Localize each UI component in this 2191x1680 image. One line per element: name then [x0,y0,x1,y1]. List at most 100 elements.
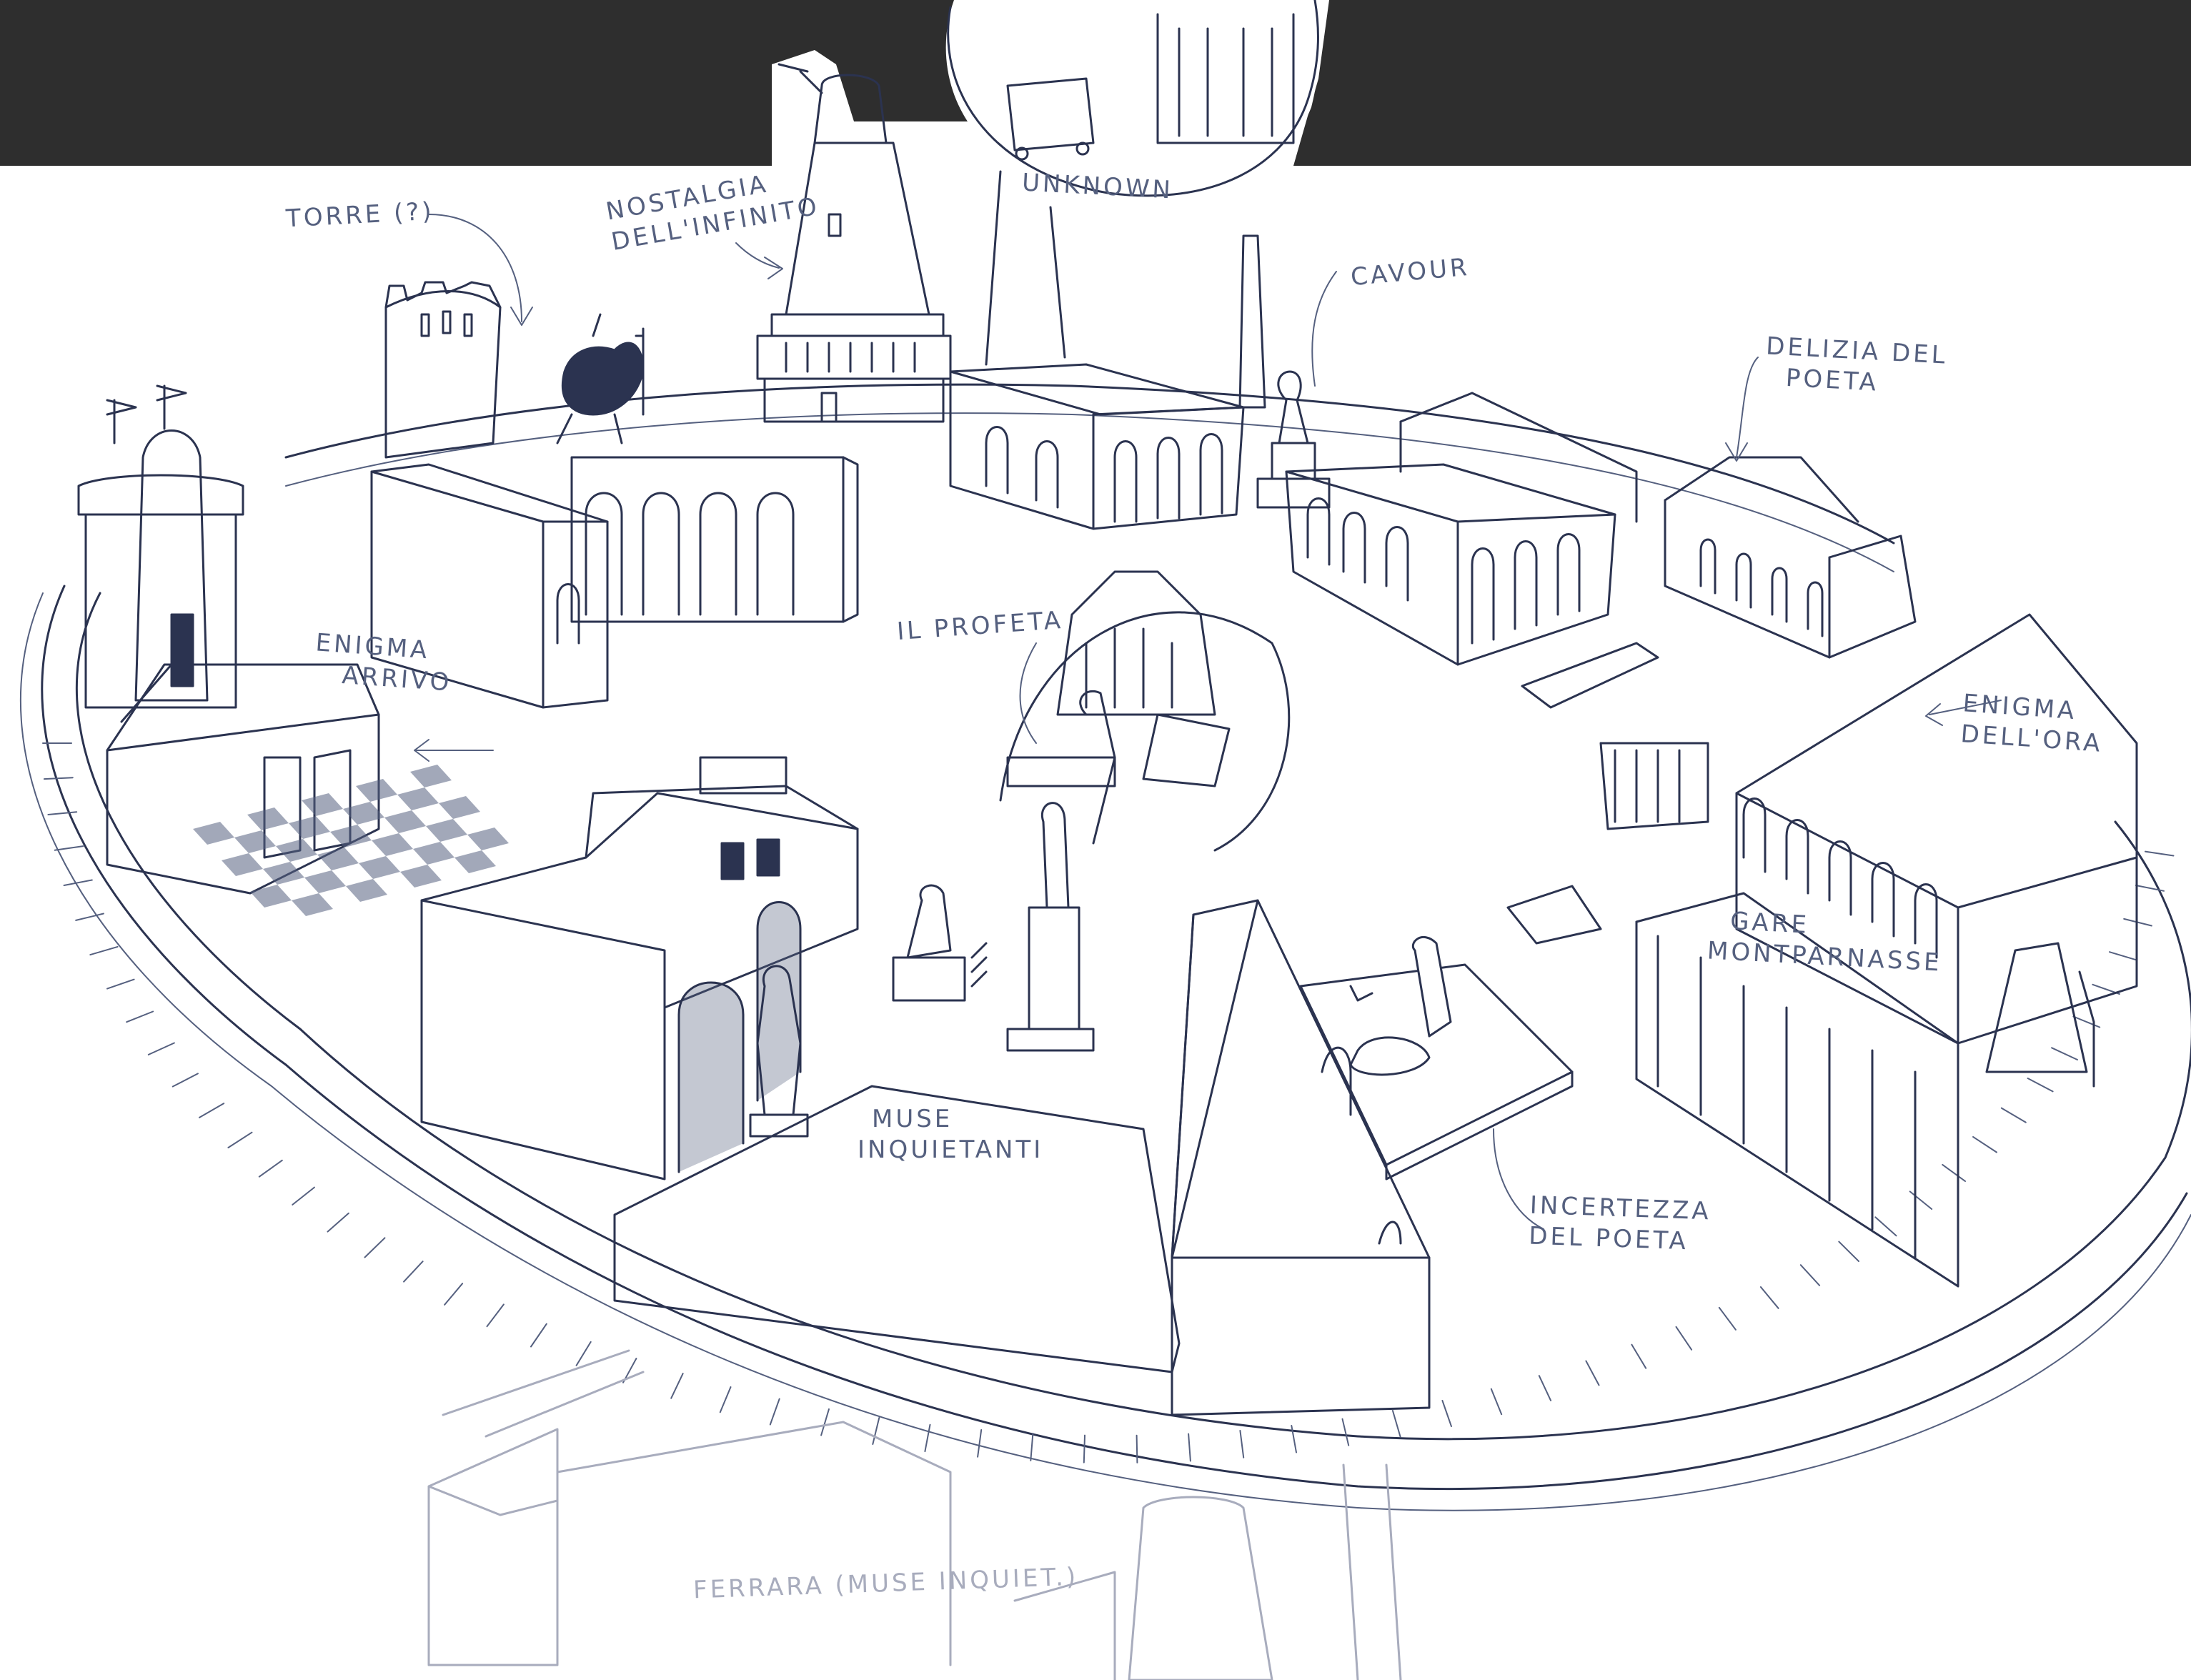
rail-tie [44,777,73,779]
rail-tie [404,1261,423,1281]
delizia-building [1665,457,1915,657]
rail-tie [1291,1426,1296,1453]
rail-tie [2052,1048,2077,1060]
rail-tie [292,1188,314,1205]
rail-tie [149,1043,174,1055]
enigma-ora-label: ENIGMA DELL'ORA [1959,688,2106,759]
rail-tie [1539,1376,1551,1401]
obelisk-prism [1172,900,1429,1415]
checker-tile [439,796,480,819]
horse-statue [557,314,643,443]
checker-tile [292,893,333,916]
incertezza-label: INCERTEZZA DEL POETA [1529,1191,1712,1258]
rail-tie [55,846,84,850]
checker-tile [193,822,234,845]
checker-tile [467,827,509,850]
checker-tile [302,793,343,816]
rail-tie [1973,1137,1997,1153]
rail-tie [821,1409,829,1436]
gare-label: GARE MONTPARNASSE [1706,905,1944,978]
checker-tile [317,848,359,870]
rail-tie [90,947,117,955]
rail-tie [1240,1431,1243,1458]
checker-tile [426,819,467,842]
rail-tie [873,1418,879,1444]
enigma-arrivo-label: ENIGMA ARRIVO [312,627,454,697]
rail-tie [2124,919,2152,926]
rail-tie [2028,1078,2053,1091]
rail-tie [1801,1265,1819,1286]
crate-box [1601,743,1708,829]
rail-tie [1188,1434,1191,1461]
rail-tie [228,1133,252,1148]
rail-tie [1491,1389,1501,1415]
checker-tile [234,830,276,853]
rail-tie [978,1430,981,1457]
checker-tile [263,862,304,885]
rail-tie [1910,1191,1932,1209]
checker-tile [397,787,439,810]
checker-tile [454,850,496,873]
checker-tile [276,839,317,862]
cavour-arcade-building [950,236,1265,529]
rail-tie [2110,952,2137,960]
incertezza-label-line-2: DEL POETA [1529,1221,1711,1257]
checker-tile [372,833,413,856]
checker-tile [359,856,400,879]
checker-tile [222,853,263,876]
rail-tie [770,1399,780,1425]
rail-tie [199,1103,224,1118]
seated-muse [893,885,986,1000]
rail-tie [671,1373,683,1398]
rail-tie [1719,1308,1736,1330]
incertezza-platform [1301,937,1572,1179]
rail-tie [1875,1217,1896,1236]
rail-tie [1586,1361,1599,1386]
label-arrows [414,214,2001,1229]
rail-tie [720,1387,731,1412]
rail-tie [2136,885,2164,891]
checker-tile [304,870,346,893]
rail-tie [64,880,92,886]
low-slab [1522,643,1658,707]
rail-tie [444,1283,462,1305]
arcade-wall [572,457,858,622]
rail-ties [43,743,2174,1463]
rail-tie [1393,1411,1401,1437]
rail-tie [365,1238,385,1257]
rail-tie [577,1342,591,1366]
muse-mannequin [1008,803,1093,1050]
rail-tie [173,1073,198,1086]
checker-tile [247,807,289,830]
delizia-label: DELIZIA DEL POETA [1764,331,1949,401]
rail-tie [925,1425,930,1451]
rail-tie [1137,1436,1138,1463]
checker-tile [413,842,454,865]
rail-tie [48,812,76,815]
back-wall [286,384,1894,543]
muse-label: MUSE INQUIETANTI [858,1104,1043,1165]
rail-tie [328,1213,349,1232]
rubble-tile [1508,886,1601,943]
rail-tie [1942,1165,1965,1181]
rail-tie [531,1324,547,1347]
rail-tie [1084,1436,1085,1463]
rail-tie [1676,1327,1692,1350]
checker-tile [400,865,442,888]
rail-tie [126,1012,153,1023]
rail-tie [1839,1242,1859,1261]
rail-tie [107,980,134,989]
checker-tile [346,879,387,902]
checker-tile [289,816,330,839]
rail-tie [1442,1401,1451,1426]
muse-label-line-2: INQUIETANTI [858,1135,1043,1165]
rail-tie [2145,852,2174,856]
muse-label-line-1: MUSE [858,1104,1043,1135]
cavour-statue [1258,372,1329,507]
checker-tile [384,810,426,833]
arcade-building-right [1286,393,1636,665]
city-platform [21,586,2191,1511]
foreground-buildings [429,1351,1401,1680]
domed-tower-left [79,386,243,707]
